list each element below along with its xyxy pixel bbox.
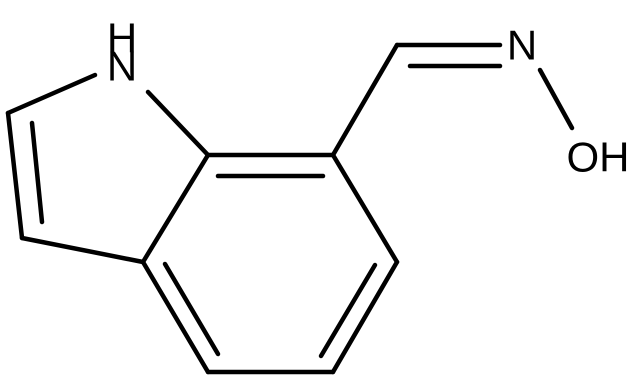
bond-c3a-c7a — [140, 152, 211, 265]
bond-c2-c3 — [5, 110, 25, 241]
bond-n-o — [537, 67, 575, 131]
bond-c6-c5-inner — [318, 262, 378, 359]
bond-c7-c6 — [330, 152, 400, 265]
atom-label-n-oxime: N — [507, 22, 537, 69]
bond-c2-c3-inner — [29, 120, 45, 225]
bond-c3-c3a — [19, 235, 146, 265]
atom-label-h: H — [107, 15, 137, 62]
bond-c4-c3a-inner — [162, 261, 221, 357]
bond-n1-c2 — [5, 72, 98, 116]
atom-label-n-indole: N — [107, 43, 137, 90]
bond-c7-ch — [330, 42, 400, 158]
bond-c6-c5 — [330, 259, 400, 375]
atom-label-oh: OH — [567, 134, 630, 181]
bond-n1-c7a — [145, 89, 211, 158]
bond-c4-c3a — [140, 259, 211, 375]
